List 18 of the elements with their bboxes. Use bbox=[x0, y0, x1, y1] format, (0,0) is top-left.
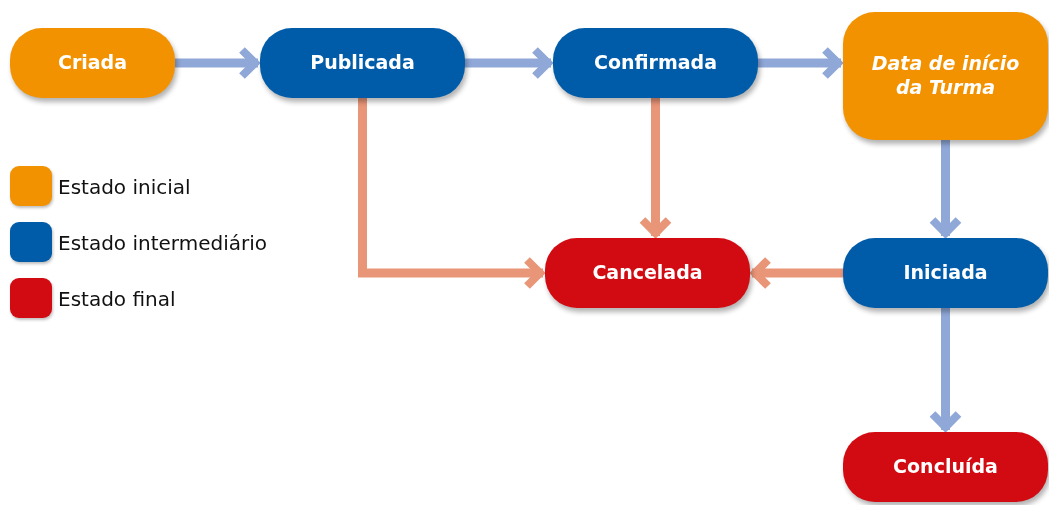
arrow bbox=[638, 98, 673, 237]
arrow bbox=[758, 46, 842, 80]
state-box: Data de início da Turma bbox=[843, 12, 1048, 140]
legend-label: Estado final bbox=[58, 289, 176, 309]
arrow bbox=[358, 98, 544, 290]
arrow bbox=[928, 308, 963, 431]
arrow bbox=[928, 140, 963, 237]
legend-label: Estado intermediário bbox=[58, 233, 267, 253]
arrow bbox=[465, 46, 552, 80]
state-box: Iniciada bbox=[843, 238, 1048, 308]
state-box: Criada bbox=[10, 28, 175, 98]
legend-label: Estado inicial bbox=[58, 177, 191, 197]
state-box: Publicada bbox=[260, 28, 465, 98]
arrow bbox=[751, 256, 843, 290]
state-box: Confirmada bbox=[553, 28, 758, 98]
state-box: Cancelada bbox=[545, 238, 750, 308]
state-box: Concluída bbox=[843, 432, 1048, 502]
arrow bbox=[175, 46, 259, 80]
